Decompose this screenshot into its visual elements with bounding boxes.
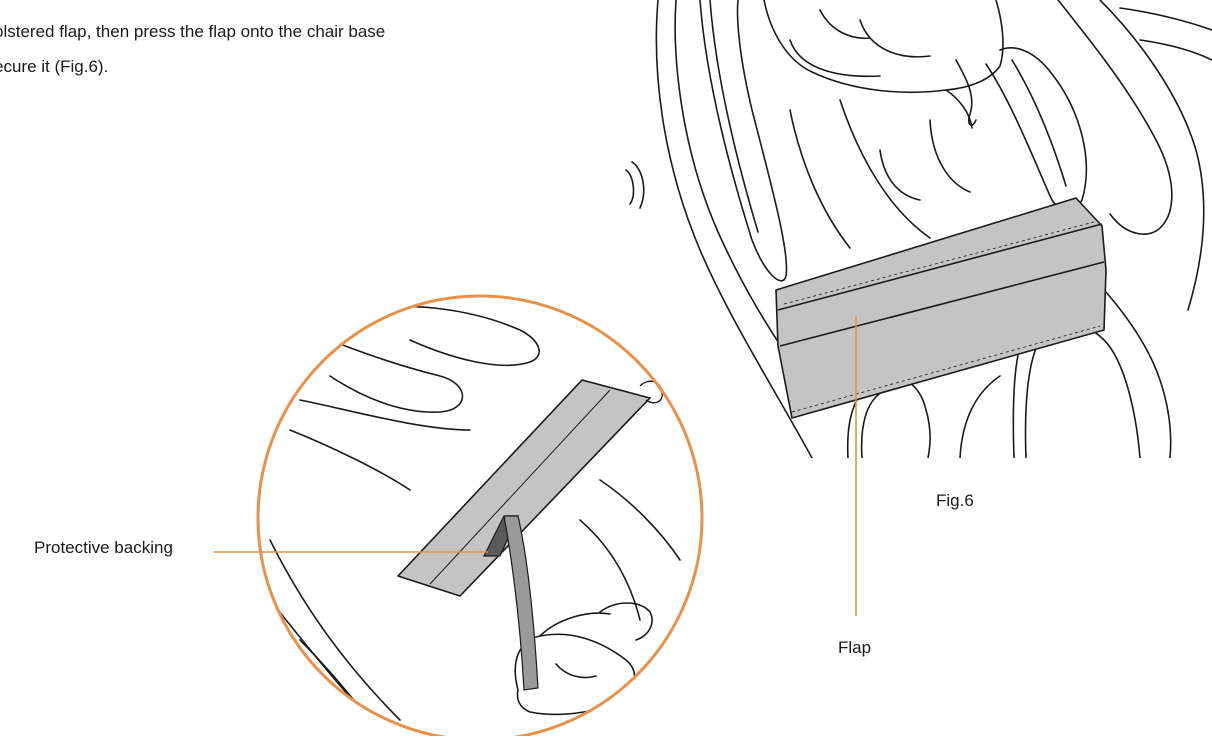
detail-magnifier — [256, 294, 704, 736]
flap-label: Flap — [838, 638, 872, 657]
protective-backing-label: Protective backing — [34, 538, 173, 557]
magnifier-ring — [256, 294, 704, 736]
instruction-line-1: olstered flap, then press the flap onto … — [0, 22, 386, 41]
instruction-line-2: ecure it (Fig.6). — [0, 57, 109, 76]
detail-flap-strip — [397, 379, 651, 597]
figure-caption: Fig.6 — [936, 491, 974, 510]
chair-base-figure — [625, 0, 1212, 458]
flap-shape — [775, 197, 1107, 419]
instruction-text: olstered flap, then press the flap onto … — [0, 14, 594, 84]
